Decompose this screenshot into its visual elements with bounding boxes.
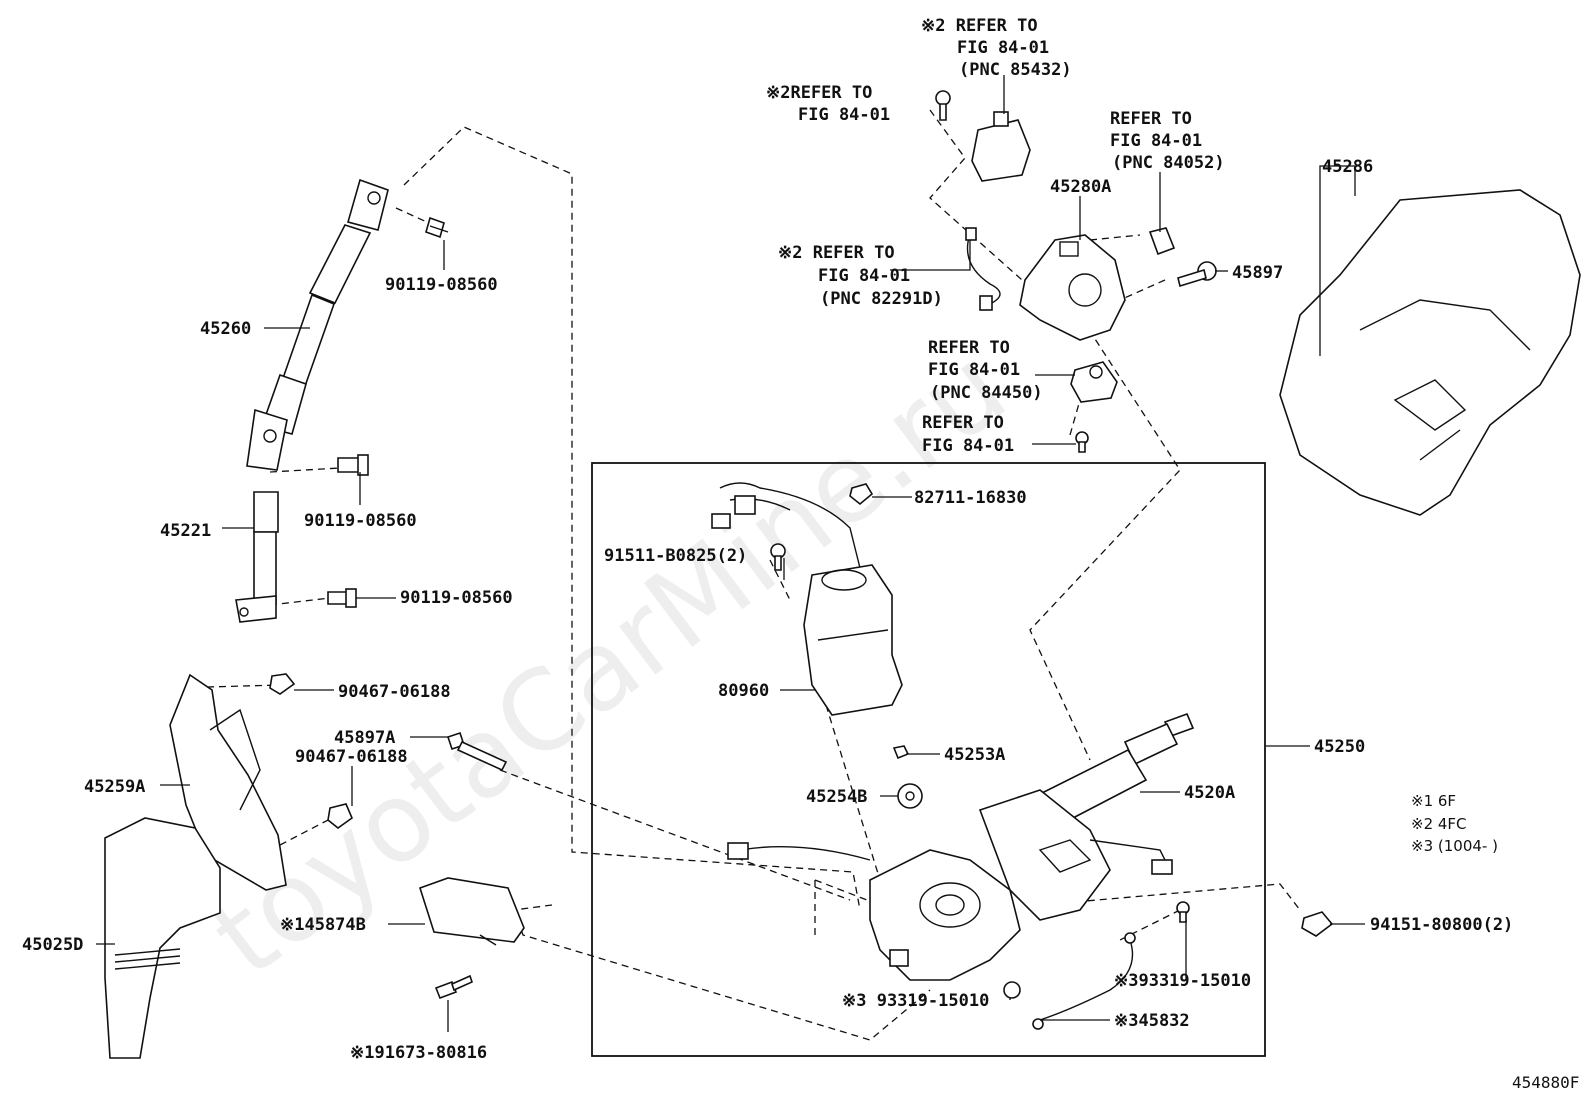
bolt-90119-low — [327, 588, 357, 608]
label-93319-b: ※393319-15010 — [1114, 971, 1251, 991]
svg-text:REFER TO: REFER TO — [928, 338, 1010, 358]
label-82711: 82711-16830 — [914, 488, 1027, 508]
label-45259a: 45259A — [84, 777, 145, 797]
svg-text:※2 4FC: ※2 4FC — [1411, 815, 1467, 833]
column-cover-45286 — [1279, 189, 1581, 516]
bolt-ref-mid — [1075, 431, 1089, 453]
label-45221: 45221 — [160, 521, 211, 541]
dashed-guides — [206, 109, 1301, 1041]
screw-93319-a — [1003, 981, 1021, 999]
label-91511: 91511-B0825(2) — [604, 546, 747, 566]
intermediate-shaft-45260 — [246, 178, 389, 471]
label-45897: 45897 — [1232, 263, 1283, 283]
label-45025d: 45025D — [22, 935, 83, 955]
label-45250: 45250 — [1314, 737, 1365, 757]
label-90119-c: 90119-08560 — [400, 588, 513, 608]
screw-93319-b — [1176, 901, 1190, 923]
label-45260: 45260 — [200, 319, 251, 339]
leader-lines — [96, 75, 1365, 1032]
motor-harness-80960 — [711, 482, 903, 716]
steering-column-4520a — [727, 712, 1195, 981]
svg-text:※2REFER TO: ※2REFER TO — [766, 83, 872, 103]
label-191673: ※191673-80816 — [350, 1043, 487, 1063]
label-45253a: 45253A — [944, 745, 1005, 765]
lower-shaft-45221 — [235, 491, 279, 623]
gear-45254b — [897, 783, 923, 809]
screw-91673 — [434, 974, 473, 1000]
svg-text:※2 REFER TO: ※2 REFER TO — [921, 16, 1038, 36]
label-45254b: 45254B — [806, 787, 867, 807]
label-94151: 94151-80800(2) — [1370, 915, 1513, 935]
ref-bolt-top: ※2REFER TO FIG 84-01 — [766, 83, 890, 125]
svg-text:REFER TO: REFER TO — [922, 413, 1004, 433]
ref-84052: REFER TO FIG 84-01 (PNC 84052) — [1110, 109, 1225, 173]
label-145874b: ※145874B — [280, 915, 366, 935]
svg-text:FIG 84-01: FIG 84-01 — [798, 105, 890, 125]
ref-82291d: ※2 REFER TO FIG 84-01 (PNC 82291D) — [778, 243, 943, 309]
clip-82711 — [849, 483, 874, 506]
bolt-90119-top — [425, 216, 449, 239]
clip-94151 — [1301, 911, 1334, 937]
svg-text:FIG 84-01: FIG 84-01 — [957, 38, 1049, 58]
lock-housing-45280a — [1019, 234, 1126, 341]
boot-45025d — [104, 817, 221, 1059]
assembly-box — [591, 462, 1266, 1057]
label-45280a: 45280A — [1050, 177, 1111, 197]
label-45286: 45286 — [1322, 157, 1373, 177]
label-90119-a: 90119-08560 — [385, 275, 498, 295]
svg-text:(PNC 82291D): (PNC 82291D) — [820, 289, 943, 309]
figure-code: 454880F — [1512, 1073, 1579, 1092]
svg-text:FIG 84-01: FIG 84-01 — [818, 266, 910, 286]
svg-text:※1 6F: ※1 6F — [1411, 792, 1456, 810]
label-90119-b: 90119-08560 — [304, 511, 417, 531]
sensor-84450 — [1070, 361, 1118, 403]
bolt-45897 — [1177, 261, 1217, 288]
ref-bolt-mid: REFER TO FIG 84-01 — [922, 413, 1014, 456]
clip-90467-b — [327, 803, 353, 830]
label-80960: 80960 — [718, 681, 769, 701]
bolt-ref-top — [935, 90, 951, 121]
bolt-90119-mid — [337, 454, 369, 476]
label-93319-a: ※3 93319-15010 — [842, 991, 989, 1011]
label-45832: ※345832 — [1114, 1011, 1190, 1031]
svg-text:FIG 84-01: FIG 84-01 — [928, 360, 1020, 380]
svg-text:※2 REFER TO: ※2 REFER TO — [778, 243, 895, 263]
svg-text:(PNC 85432): (PNC 85432) — [959, 60, 1072, 80]
ref-85432: ※2 REFER TO FIG 84-01 (PNC 85432) — [921, 16, 1072, 80]
svg-text:FIG 84-01: FIG 84-01 — [922, 436, 1014, 456]
label-90467-a: 90467-06188 — [338, 682, 451, 702]
connector-84052 — [1148, 227, 1176, 256]
svg-text:FIG 84-01: FIG 84-01 — [1110, 131, 1202, 151]
switch-85432 — [971, 111, 1031, 182]
ground-wire-45832 — [1032, 932, 1136, 1030]
svg-text:※3 (1004- ): ※3 (1004- ) — [1411, 837, 1498, 855]
bolt-45897a — [446, 731, 508, 772]
part-45253a — [892, 745, 910, 760]
notes: ※1 6F ※2 4FC ※3 (1004- ) — [1411, 792, 1498, 855]
cover-145874b — [419, 877, 525, 946]
ref-84450: REFER TO FIG 84-01 (PNC 84450) — [928, 338, 1043, 403]
svg-text:REFER TO: REFER TO — [1110, 109, 1192, 129]
label-90467-b: 90467-06188 — [295, 747, 408, 767]
label-4520a: 4520A — [1184, 783, 1235, 803]
sensor-82291d — [965, 227, 1001, 311]
label-45897a: 45897A — [334, 728, 395, 748]
bolt-91511 — [770, 543, 786, 571]
clip-90467-a — [269, 673, 296, 695]
svg-text:(PNC 84450): (PNC 84450) — [930, 383, 1043, 403]
svg-text:(PNC 84052): (PNC 84052) — [1112, 153, 1225, 173]
